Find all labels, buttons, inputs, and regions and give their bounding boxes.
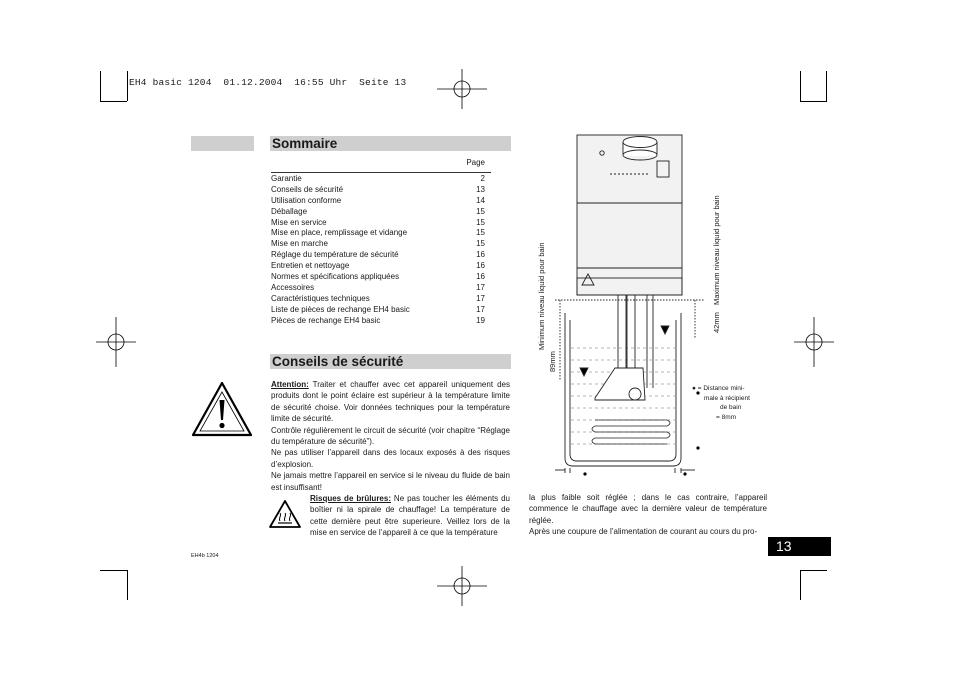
toc-row: Entretien et nettoyage 16	[271, 261, 491, 272]
minimum-level-value: 89mm	[548, 351, 557, 372]
conseils-body: Attention: Traiter et chauffer avec cet …	[271, 379, 510, 493]
toc-entry-page: 16	[476, 261, 485, 271]
safety-paragraph-4: Ne jamais mettre l’appareil en service s…	[271, 471, 510, 492]
toc-entry-page: 15	[476, 239, 485, 249]
toc-entry-page: 2	[480, 173, 485, 183]
toc-entry-page: 16	[476, 272, 485, 282]
toc-entry-label: Mise en marche	[271, 239, 328, 249]
toc-entry-page: 15	[476, 206, 485, 216]
toc-row: Conseils de sécurité 13	[271, 185, 491, 196]
toc-page-header: Page	[466, 158, 485, 167]
legend-bullet: ●	[692, 385, 696, 392]
toc-entry-page: 15	[476, 228, 485, 238]
toc-row: Liste de pièces de rechange EH4 basic 17	[271, 305, 491, 316]
diagram-legend: ● = Distance mini- male à récipient de b…	[692, 384, 772, 422]
toc-row: Mise en service 15	[271, 218, 491, 229]
toc-entry-label: Liste de pièces de rechange EH4 basic	[271, 304, 410, 314]
conseils-heading: Conseils de sécurité	[270, 354, 511, 369]
page-number: 13	[768, 537, 831, 556]
hot-surface-icon	[269, 500, 301, 528]
print-slug: EH4 basic 1204 01.12.2004 16:55 Uhr Seit…	[129, 77, 407, 88]
toc-entry-page: 17	[476, 304, 485, 314]
legend-line-4: = 8mm	[716, 413, 737, 421]
toc-row: Normes et spécifications appliquées 16	[271, 272, 491, 283]
toc-divider	[271, 171, 491, 173]
toc-entry-label: Caractéristiques techniques	[271, 293, 370, 303]
toc-entry-label: Déballage	[271, 206, 308, 216]
attention-paragraph: Attention: Traiter et chauffer avec cet …	[271, 379, 510, 425]
toc-row: Garantie 2	[271, 174, 491, 185]
minimum-level-label: Minimum niveau liquid pour bain	[537, 242, 546, 350]
toc-entry-label: Utilisation conforme	[271, 195, 342, 205]
burn-risk-label: Risques de brûlures:	[310, 494, 391, 503]
maximum-level-label: Maximum niveau liquid pour bain	[712, 195, 721, 305]
toc-row: Caractéristiques techniques 17	[271, 294, 491, 305]
right-paragraph-2: Après une coupure de l’alimentation de c…	[529, 527, 758, 537]
toc-entry-page: 13	[476, 184, 485, 194]
legend-line-2: male à récipient	[704, 394, 750, 402]
margin-gray-block	[191, 136, 254, 151]
safety-paragraph-2: Contrôle régulièrement le circuit de séc…	[271, 425, 510, 447]
legend-line-3: de bain	[720, 404, 742, 411]
toc-row: Mise en place, remplissage et vidange 15	[271, 228, 491, 239]
toc-entry-label: Conseils de sécurité	[271, 184, 344, 194]
burn-risk-paragraph: Risques de brûlures: Ne pas toucher les …	[310, 493, 510, 539]
maximum-level-value: 42mm	[712, 312, 721, 333]
immersion-heater-diagram	[555, 134, 705, 476]
toc-entry-label: Garantie	[271, 173, 302, 183]
toc-entry-page: 19	[476, 315, 485, 325]
attention-label: Attention:	[271, 380, 309, 389]
attention-text: Traiter et chauffer avec cet appareil un…	[271, 380, 510, 424]
toc-entry-page: 17	[476, 293, 485, 303]
legend-line-1: = Distance mini-	[697, 385, 745, 392]
toc-entry-label: Accessoires	[271, 282, 315, 292]
registration-mark-left	[96, 317, 136, 367]
registration-mark-right	[794, 317, 834, 367]
toc-entry-page: 14	[476, 195, 485, 205]
toc-row: Déballage 15	[271, 207, 491, 218]
toc-row: Utilisation conforme 14	[271, 196, 491, 207]
sommaire-heading: Sommaire	[270, 136, 511, 151]
warning-triangle-icon	[191, 381, 253, 437]
toc-entry-page: 17	[476, 282, 485, 292]
toc-row: Pièces de rechange EH4 basic 19	[271, 316, 491, 327]
footer-code: EH4b 1204	[191, 553, 219, 559]
toc-row: Accessoires 17	[271, 283, 491, 294]
registration-mark-bottom	[437, 566, 487, 606]
registration-mark-top	[437, 69, 487, 109]
safety-paragraph-3: Ne pas utiliser l’appareil dans des loca…	[271, 448, 510, 469]
toc-entry-label: Mise en service	[271, 217, 327, 227]
toc-entry-label: Entretien et nettoyage	[271, 261, 350, 271]
toc-entry-label: Mise en place, remplissage et vidange	[271, 228, 408, 238]
right-paragraph-1: la plus faible soit réglée ; dans le cas…	[529, 493, 767, 525]
right-column-text: la plus faible soit réglée ; dans le cas…	[529, 492, 767, 538]
toc-row: Réglage du température de sécurité 16	[271, 250, 491, 261]
toc-entry-label: Normes et spécifications appliquées	[271, 272, 400, 282]
toc-row: Mise en marche 15	[271, 239, 491, 250]
burn-risk-text: Ne pas toucher les éléments du boîtier n…	[310, 494, 510, 538]
toc-entry-page: 16	[476, 250, 485, 260]
toc-entry-label: Réglage du température de sécurité	[271, 250, 399, 260]
toc-entry-page: 15	[476, 217, 485, 227]
toc-entry-label: Pièces de rechange EH4 basic	[271, 315, 381, 325]
